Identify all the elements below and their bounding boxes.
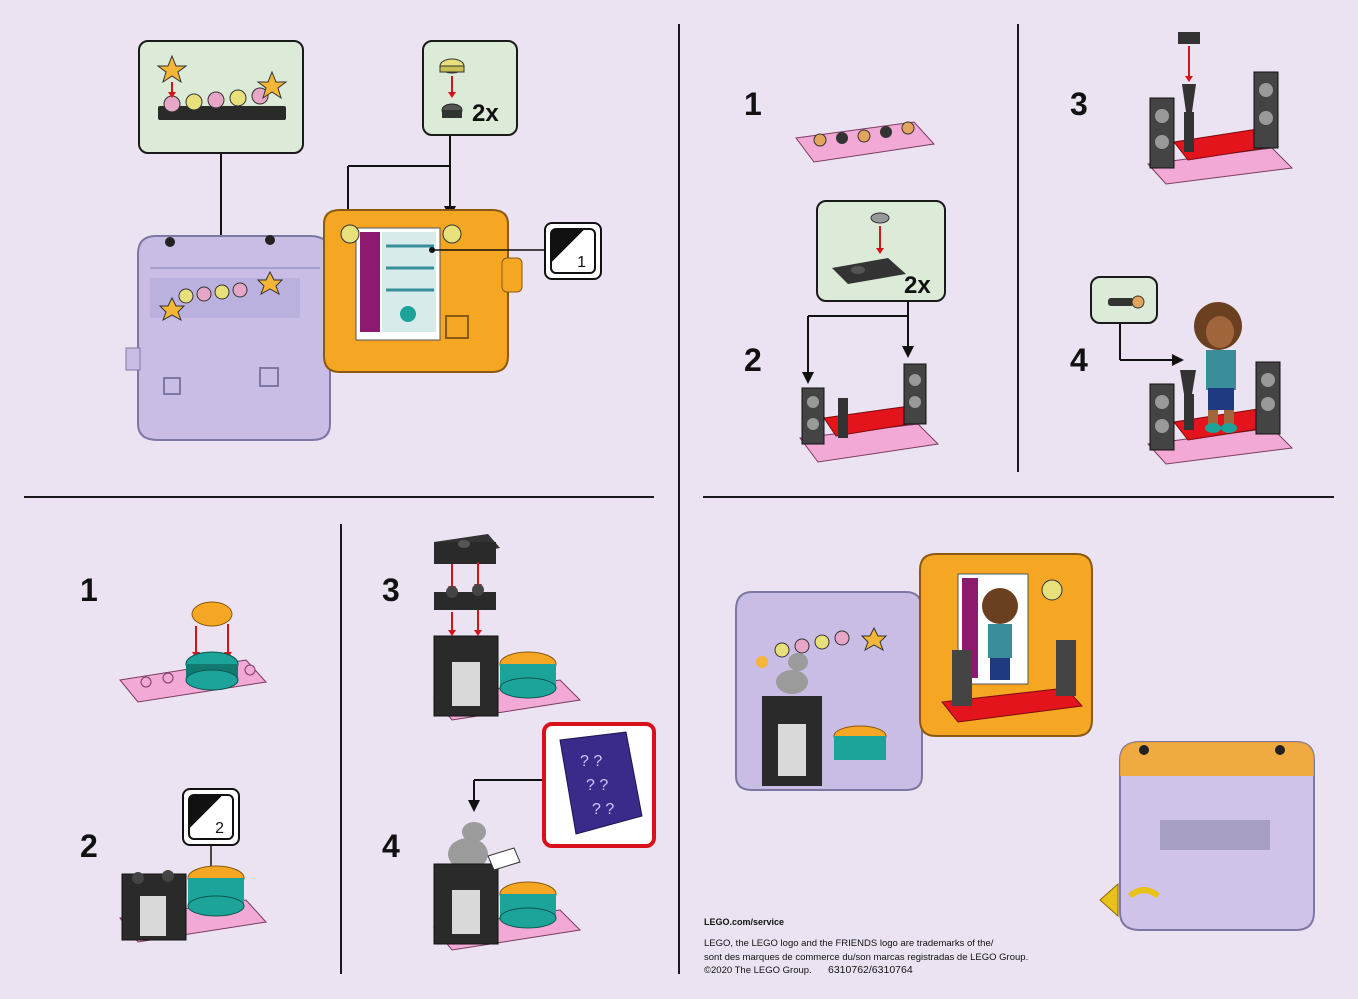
sticker-icon	[550, 228, 596, 274]
copyright-text: ©2020 The LEGO Group.	[704, 965, 812, 976]
piano-base-with-drum	[119, 865, 267, 943]
pink-plate-with-teal-drum	[119, 601, 267, 703]
vertical-divider-top-right	[1017, 24, 1019, 472]
completed-model-open	[735, 553, 1093, 791]
callout-plate-with-stud: 2x	[816, 200, 946, 302]
mystery-bag-callout: ? ? ? ? ? ?	[542, 722, 656, 848]
star-plate-illustration	[156, 54, 288, 120]
trademark-line-1: LEGO, the LEGO logo and the FRIENDS logo…	[704, 938, 994, 949]
callout-pointer-d4	[468, 779, 542, 812]
stage-with-minidoll	[1146, 302, 1294, 465]
sticker-reference-2: 2	[182, 788, 240, 846]
svg-text:? ?: ? ?	[580, 753, 602, 770]
vertical-divider-bottom-left	[340, 524, 342, 974]
callout-star-plate	[138, 40, 304, 154]
round-tile-illustration	[439, 58, 465, 118]
piano-with-cat	[433, 822, 582, 951]
microphone-icon	[1108, 295, 1145, 309]
plate-with-stud-illustration	[832, 212, 906, 284]
callout-round-tile: 2x	[422, 40, 518, 136]
purple-cube-half	[125, 235, 331, 441]
step-number-b3: 3	[1070, 86, 1088, 122]
callout-pointer-b4	[1119, 324, 1184, 366]
svg-text:? ?: ? ?	[586, 777, 608, 794]
svg-text:? ?: ? ?	[592, 801, 614, 818]
sticker-pointer-a	[429, 247, 544, 253]
service-link[interactable]: LEGO.com/service	[704, 917, 785, 927]
step-number-c2: 2	[80, 828, 98, 864]
step-number-d3: 3	[382, 572, 400, 608]
part-numbers: 6310762/6310764	[828, 964, 913, 976]
sticker-reference-1: 1	[544, 222, 602, 280]
orange-cube-half	[323, 209, 523, 373]
step-number-b1: 1	[744, 86, 762, 122]
pink-plate-with-posts	[795, 121, 935, 163]
step-number-c1: 1	[80, 572, 98, 608]
sticker-number: 1	[577, 254, 586, 271]
stage-with-speakers-b2	[799, 363, 940, 463]
callout-microphone	[1090, 276, 1158, 324]
mystery-bag-icon: ? ? ? ? ? ?	[559, 731, 643, 835]
completed-model-closed	[1099, 741, 1315, 931]
sticker-icon	[188, 794, 234, 840]
vertical-divider-center	[678, 24, 680, 974]
step-number-d4: 4	[382, 828, 400, 864]
callout-pointer-b2	[802, 302, 914, 384]
horizontal-divider-left	[24, 496, 654, 498]
step-number-b4: 4	[1070, 342, 1088, 378]
quantity-label: 2x	[904, 272, 931, 299]
quantity-label: 2x	[472, 100, 499, 127]
step-number-b2: 2	[744, 342, 762, 378]
trademark-line-2: sont des marques de commerce du/son marc…	[704, 952, 1029, 963]
piano-stack-assembly	[433, 534, 582, 721]
horizontal-divider-right	[703, 496, 1334, 498]
stage-with-mic-stand	[1146, 32, 1294, 185]
sticker-number: 2	[215, 820, 224, 837]
